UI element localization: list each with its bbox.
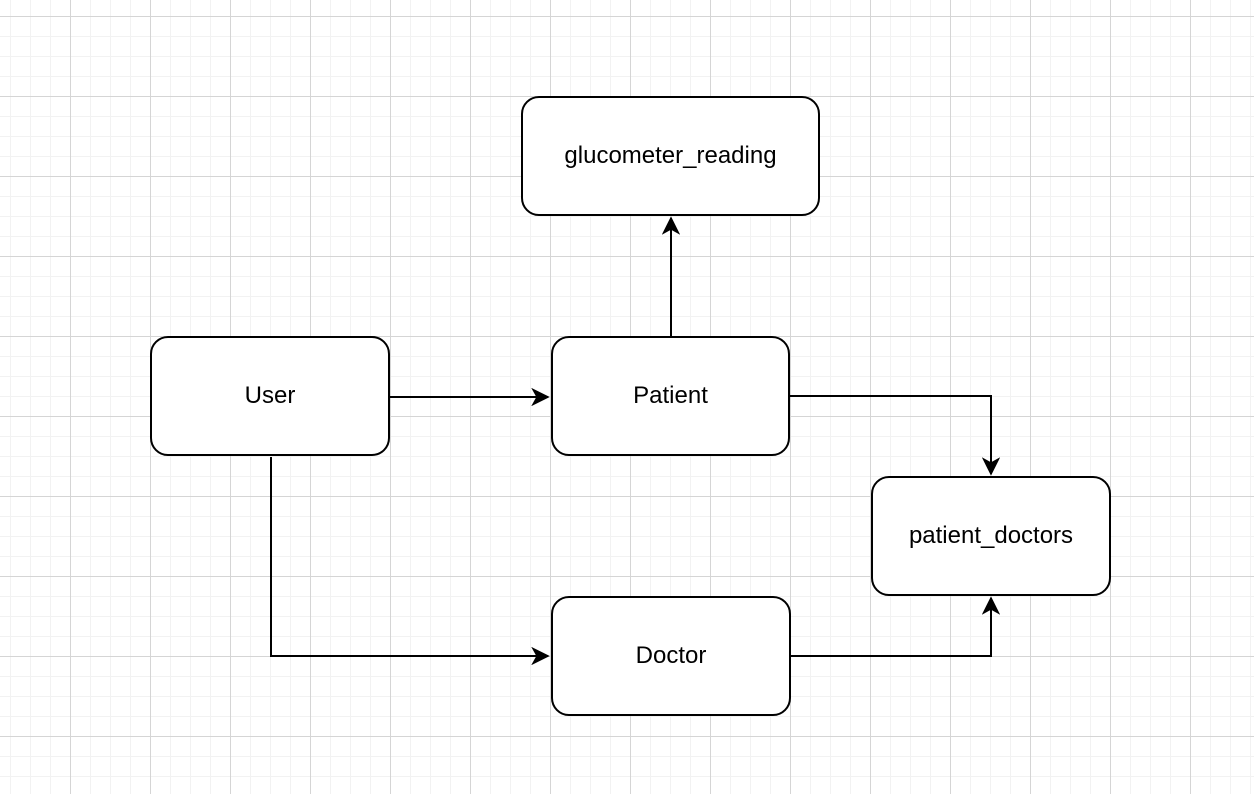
node-glucometer-reading[interactable]: glucometer_reading xyxy=(521,96,820,216)
node-patient-label: Patient xyxy=(633,382,708,409)
node-doctor[interactable]: Doctor xyxy=(551,596,791,716)
edge-doctor-to-patient-doctors[interactable] xyxy=(791,598,991,657)
node-user-label: User xyxy=(244,382,296,409)
node-user[interactable]: User xyxy=(150,336,390,456)
node-doctor-label: Doctor xyxy=(635,642,707,669)
node-patient-doctors-label: patient_doctors xyxy=(908,522,1074,549)
edge-user-to-doctor[interactable] xyxy=(270,457,548,656)
node-patient[interactable]: Patient xyxy=(551,336,790,456)
node-glucometer-reading-label: glucometer_reading xyxy=(564,142,777,169)
edge-patient-to-patient-doctors[interactable] xyxy=(790,395,991,474)
node-patient-doctors[interactable]: patient_doctors xyxy=(871,476,1111,596)
